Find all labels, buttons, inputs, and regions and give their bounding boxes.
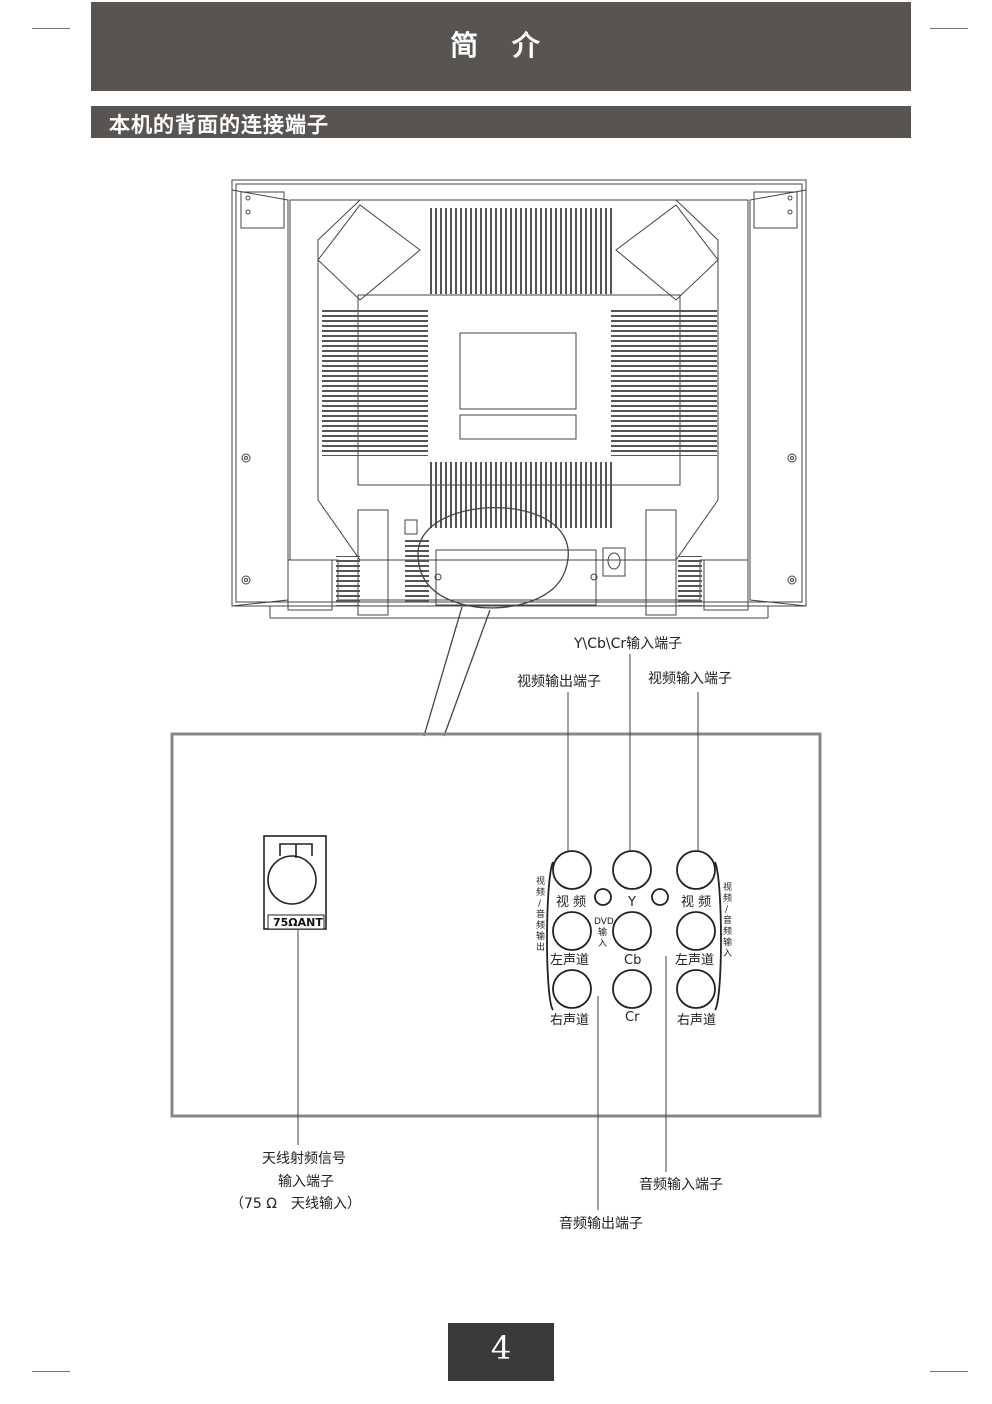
label-video-left: 视 频: [556, 895, 586, 910]
trim-mark: [32, 1371, 70, 1372]
trim-mark: [930, 1371, 968, 1372]
vent-top: [428, 208, 612, 294]
callout-audio-output: 音频输出端子: [559, 1215, 643, 1232]
jack-video-out: [552, 850, 592, 890]
label-right-channel-out: 右声道: [550, 1013, 589, 1028]
jack-cb: [612, 911, 652, 951]
page-title: 简 介: [450, 29, 552, 62]
trim-mark: [32, 28, 70, 29]
vent-bottom: [428, 462, 612, 528]
section-bar: 本机的背面的连接端子: [91, 106, 911, 138]
side-label-in-3: /: [725, 905, 729, 915]
callout-video-input: 视频输入端子: [648, 671, 732, 687]
callout-antenna-2: 输入端子: [278, 1174, 334, 1190]
label-video-right: 视 频: [681, 895, 711, 910]
jack-audio-in-right: [676, 969, 716, 1009]
label-left-channel-in: 左声道: [675, 953, 714, 968]
side-label-in-6: 输: [723, 936, 732, 948]
rca-jacks: [546, 850, 722, 1011]
jack-audio-out-left: [552, 911, 592, 951]
dvd-label-1: DVD: [594, 917, 614, 927]
jack-cr: [612, 969, 652, 1009]
antenna-label: 75ΩANT: [273, 916, 323, 929]
label-right-channel-in: 右声道: [677, 1013, 716, 1028]
vent-lower-left: [336, 556, 360, 606]
side-label-out-1: 视: [536, 875, 545, 887]
side-label-out-3: /: [538, 899, 542, 909]
dvd-label-2: 输: [598, 926, 607, 938]
callout-video-output: 视频输出端子: [517, 674, 601, 690]
jack-video-in: [676, 850, 716, 890]
page-number: 4: [490, 1329, 512, 1367]
trim-mark: [930, 28, 968, 29]
label-cr: Cr: [625, 1010, 640, 1025]
label-cb: Cb: [624, 953, 641, 968]
callout-audio-input: 音频输入端子: [639, 1176, 723, 1193]
page-number-box: 4: [448, 1323, 554, 1381]
header-bar: 简 介: [91, 2, 911, 91]
connector-panel: [170, 732, 822, 1118]
zoom-callout: [417, 507, 569, 737]
callout-antenna-3: （75 Ω 天线输入）: [230, 1196, 361, 1212]
vent-small-left: [405, 540, 429, 602]
section-title: 本机的背面的连接端子: [109, 113, 329, 137]
side-label-out-2: 频: [536, 886, 545, 898]
jack-audio-in-left: [676, 911, 716, 951]
side-label-out-7: 出: [536, 941, 545, 953]
side-label-in-2: 频: [723, 892, 732, 904]
dvd-label-3: 入: [598, 938, 607, 949]
side-label-out-6: 输: [536, 930, 545, 942]
side-label-out-5: 频: [536, 919, 545, 931]
vent-lower-right: [678, 556, 702, 606]
callout-ycbcr-input: Y\Cb\Cr输入端子: [573, 636, 682, 652]
side-label-in-5: 频: [723, 925, 732, 937]
jack-y: [612, 850, 652, 890]
side-label-in-7: 入: [723, 948, 732, 959]
callout-antenna-1: 天线射频信号: [262, 1151, 346, 1167]
label-y: Y: [627, 895, 636, 910]
leader-lines: [297, 654, 699, 1210]
side-label-out-4: 音: [536, 908, 545, 920]
jack-audio-out-right: [552, 969, 592, 1009]
side-label-in-4: 音: [723, 914, 732, 926]
vent-left: [322, 308, 428, 456]
label-left-channel-out: 左声道: [550, 953, 589, 968]
side-label-in-1: 视: [723, 881, 732, 893]
vent-right: [611, 308, 717, 456]
